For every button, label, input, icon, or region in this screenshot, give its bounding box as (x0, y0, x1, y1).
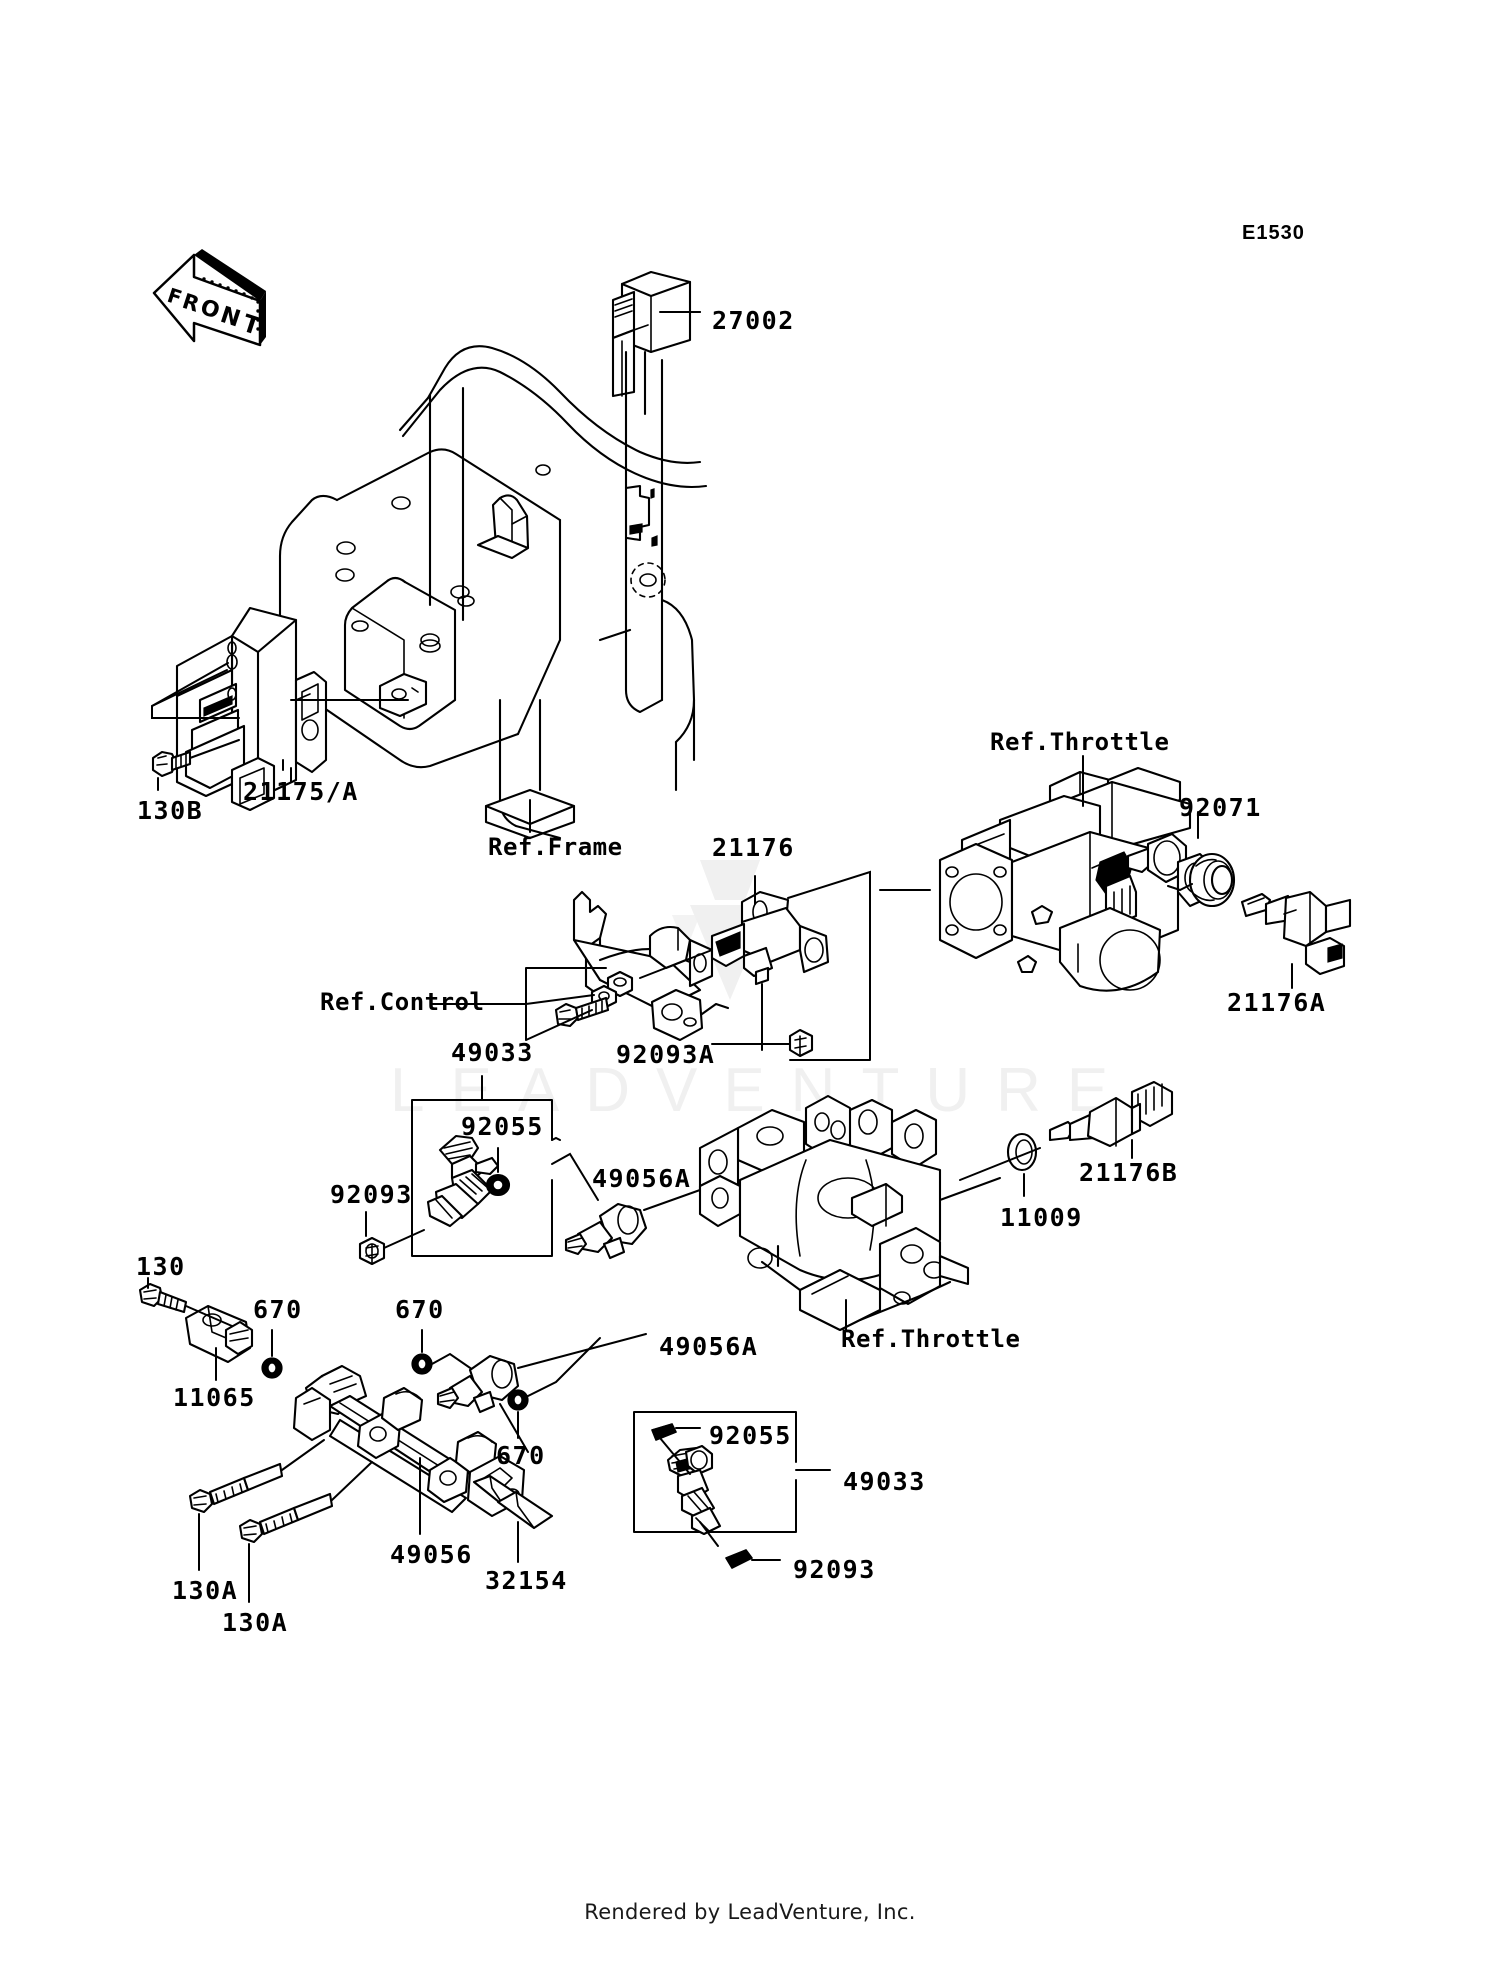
part-11065-cap (184, 1304, 254, 1364)
label-21175a: 21175/A (243, 777, 359, 806)
part-92055-oring-1 (485, 1173, 511, 1197)
label-11009: 11009 (1000, 1203, 1083, 1232)
label-21176: 21176 (712, 833, 795, 862)
label-92093-1: 92093 (330, 1180, 413, 1209)
label-130: 130 (136, 1252, 186, 1281)
label-ref-throttle-top: Ref.Throttle (990, 728, 1170, 756)
label-92093a: 92093A (616, 1040, 716, 1069)
svg-text:R: R (179, 289, 202, 317)
label-ref-control: Ref.Control (320, 988, 485, 1016)
part-92093-bushing-1 (358, 1236, 386, 1266)
label-27002: 27002 (712, 306, 795, 335)
label-92055-2: 92055 (709, 1421, 792, 1450)
part-670-oring-2 (411, 1353, 433, 1375)
label-670-2: 670 (395, 1295, 445, 1324)
part-49033-group-2-box (633, 1411, 831, 1533)
label-21176a: 21176A (1227, 988, 1327, 1017)
part-92055-oring-2 (651, 1423, 677, 1441)
label-49033-1: 49033 (451, 1038, 534, 1067)
label-92071: 92071 (1179, 793, 1262, 822)
part-130a-bolt-2 (238, 1492, 334, 1544)
part-130b-bolt (151, 750, 192, 778)
diagram-code: E1530 (1242, 222, 1305, 244)
label-92055-1: 92055 (461, 1112, 544, 1141)
part-21176-sensor (710, 890, 830, 986)
part-49056a-holder-1 (564, 1202, 648, 1260)
footer-attribution: Rendered by LeadVenture, Inc. (584, 1900, 916, 1924)
part-92093a-bushing (788, 1028, 814, 1058)
part-32154-pipe (472, 1474, 554, 1530)
part-49056-fuel-rail (292, 1364, 526, 1518)
part-11009-gasket (1006, 1132, 1038, 1172)
label-49056a-1: 49056A (592, 1164, 692, 1193)
part-130-bolt (138, 1282, 188, 1314)
part-21175a-ecu (175, 606, 328, 812)
label-ref-frame: Ref.Frame (488, 833, 623, 861)
label-670-1: 670 (253, 1295, 303, 1324)
part-injector-2 (666, 1444, 722, 1536)
part-670-oring-3 (507, 1389, 529, 1411)
label-130a-2: 130A (222, 1608, 289, 1637)
leader-21175a-left (151, 669, 240, 719)
part-49033-group-1-box (411, 1075, 553, 1257)
label-130a-1: 130A (172, 1576, 239, 1605)
part-92071-grommet (1188, 852, 1236, 908)
label-670-3: 670 (496, 1441, 546, 1470)
part-21176b-sensor (1048, 1080, 1174, 1148)
label-130b: 130B (137, 796, 204, 825)
leader-49056a-2 (517, 1333, 647, 1369)
part-injector-1 (426, 1134, 500, 1228)
label-92093-2: 92093 (793, 1555, 876, 1584)
part-21176a-sensor (1240, 890, 1352, 976)
part-92093-bushing-2 (725, 1549, 753, 1569)
label-ref-throttle-bottom: Ref.Throttle (841, 1325, 1021, 1353)
part-49056a-holder-2 (436, 1354, 520, 1414)
label-49056a-2: 49056A (659, 1332, 759, 1361)
part-ref-frame-bracket (278, 345, 708, 840)
part-130a-bolt-1 (188, 1462, 284, 1514)
part-intake-manifold (698, 1094, 970, 1332)
label-21176b: 21176B (1079, 1158, 1179, 1187)
label-49056: 49056 (390, 1540, 473, 1569)
label-49033-2: 49033 (843, 1467, 926, 1496)
part-670-oring-1 (261, 1357, 283, 1379)
front-direction-badge: F R O N T (152, 249, 266, 347)
leader-49056a-1 (643, 1189, 701, 1211)
label-32154: 32154 (485, 1566, 568, 1595)
part-27002-relay (611, 270, 692, 416)
part-ref-throttle-body (938, 766, 1214, 992)
label-11065: 11065 (173, 1383, 256, 1412)
part-ref-control-bracket (554, 890, 730, 1042)
